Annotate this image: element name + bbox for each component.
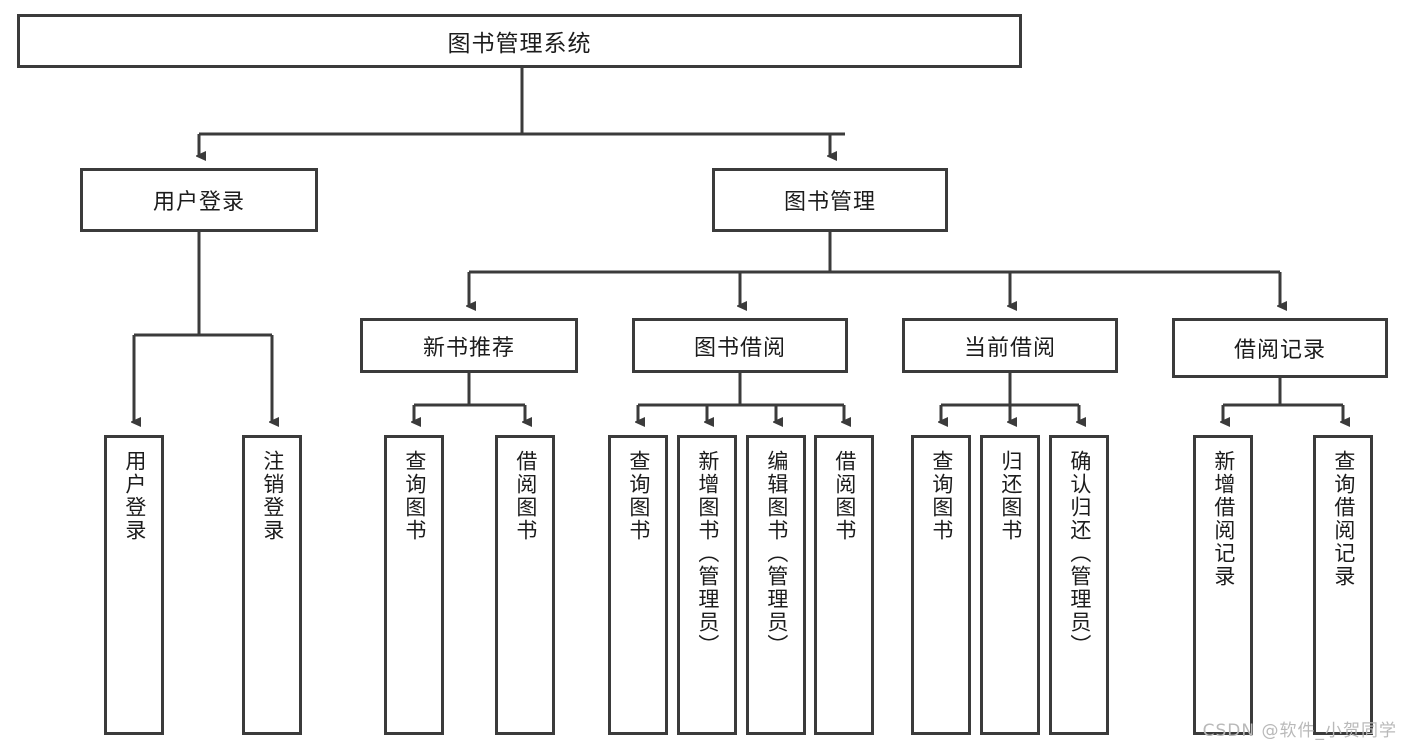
node-label: 查询图书 — [402, 450, 427, 542]
node-leaf-query-record[interactable]: 查询借阅记录 — [1313, 435, 1373, 735]
node-label: 用户登录 — [152, 190, 245, 215]
node-leaf-user-login[interactable]: 用户登录 — [104, 435, 164, 735]
node-label: 借阅图书 — [832, 450, 857, 542]
node-borrow-record[interactable]: 借阅记录 — [1172, 318, 1388, 378]
node-book-borrow[interactable]: 图书借阅 — [632, 318, 848, 373]
node-label: 借阅图书 — [513, 450, 538, 542]
node-user-login[interactable]: 用户登录 — [80, 168, 318, 232]
node-label: 图书管理 — [783, 190, 876, 215]
node-label: 新书推荐 — [422, 335, 515, 361]
node-leaf-logout-login[interactable]: 注销登录 — [242, 435, 302, 735]
node-leaf-add-record[interactable]: 新增借阅记录 — [1193, 435, 1253, 735]
node-root-book-management-system[interactable]: 图书管理系统 — [17, 14, 1022, 68]
node-leaf-borrow-book-1[interactable]: 借阅图书 — [495, 435, 555, 735]
node-label: 当前借阅 — [963, 335, 1056, 361]
node-label: 编辑图书（管理员） — [764, 450, 789, 657]
node-label: 查询图书 — [626, 450, 651, 542]
node-label: 归还图书 — [998, 450, 1023, 542]
node-leaf-return-book[interactable]: 归还图书 — [980, 435, 1040, 735]
node-leaf-edit-book[interactable]: 编辑图书（管理员） — [746, 435, 806, 735]
node-label: 查询图书 — [929, 450, 954, 542]
node-label: 图书管理系统 — [447, 31, 592, 57]
node-label: 图书借阅 — [693, 335, 786, 361]
node-label: 查询借阅记录 — [1331, 450, 1356, 588]
node-leaf-borrow-book-2[interactable]: 借阅图书 — [814, 435, 874, 735]
node-label: 用户登录 — [122, 450, 147, 542]
node-leaf-confirm-return[interactable]: 确认归还（管理员） — [1049, 435, 1109, 735]
node-label: 借阅记录 — [1233, 338, 1326, 363]
node-label: 新增图书（管理员） — [695, 450, 720, 657]
watermark: CSDN @软件_小贺同学 — [1202, 721, 1397, 741]
node-leaf-query-book-3[interactable]: 查询图书 — [911, 435, 971, 735]
node-leaf-add-book[interactable]: 新增图书（管理员） — [677, 435, 737, 735]
node-label: 新增借阅记录 — [1211, 450, 1236, 588]
node-label: 确认归还（管理员） — [1067, 450, 1092, 657]
node-label: 注销登录 — [260, 450, 285, 542]
node-current-borrow[interactable]: 当前借阅 — [902, 318, 1118, 373]
node-leaf-query-book-1[interactable]: 查询图书 — [384, 435, 444, 735]
node-new-book-recommend[interactable]: 新书推荐 — [360, 318, 578, 373]
node-book-manage[interactable]: 图书管理 — [712, 168, 948, 232]
node-leaf-query-book-2[interactable]: 查询图书 — [608, 435, 668, 735]
